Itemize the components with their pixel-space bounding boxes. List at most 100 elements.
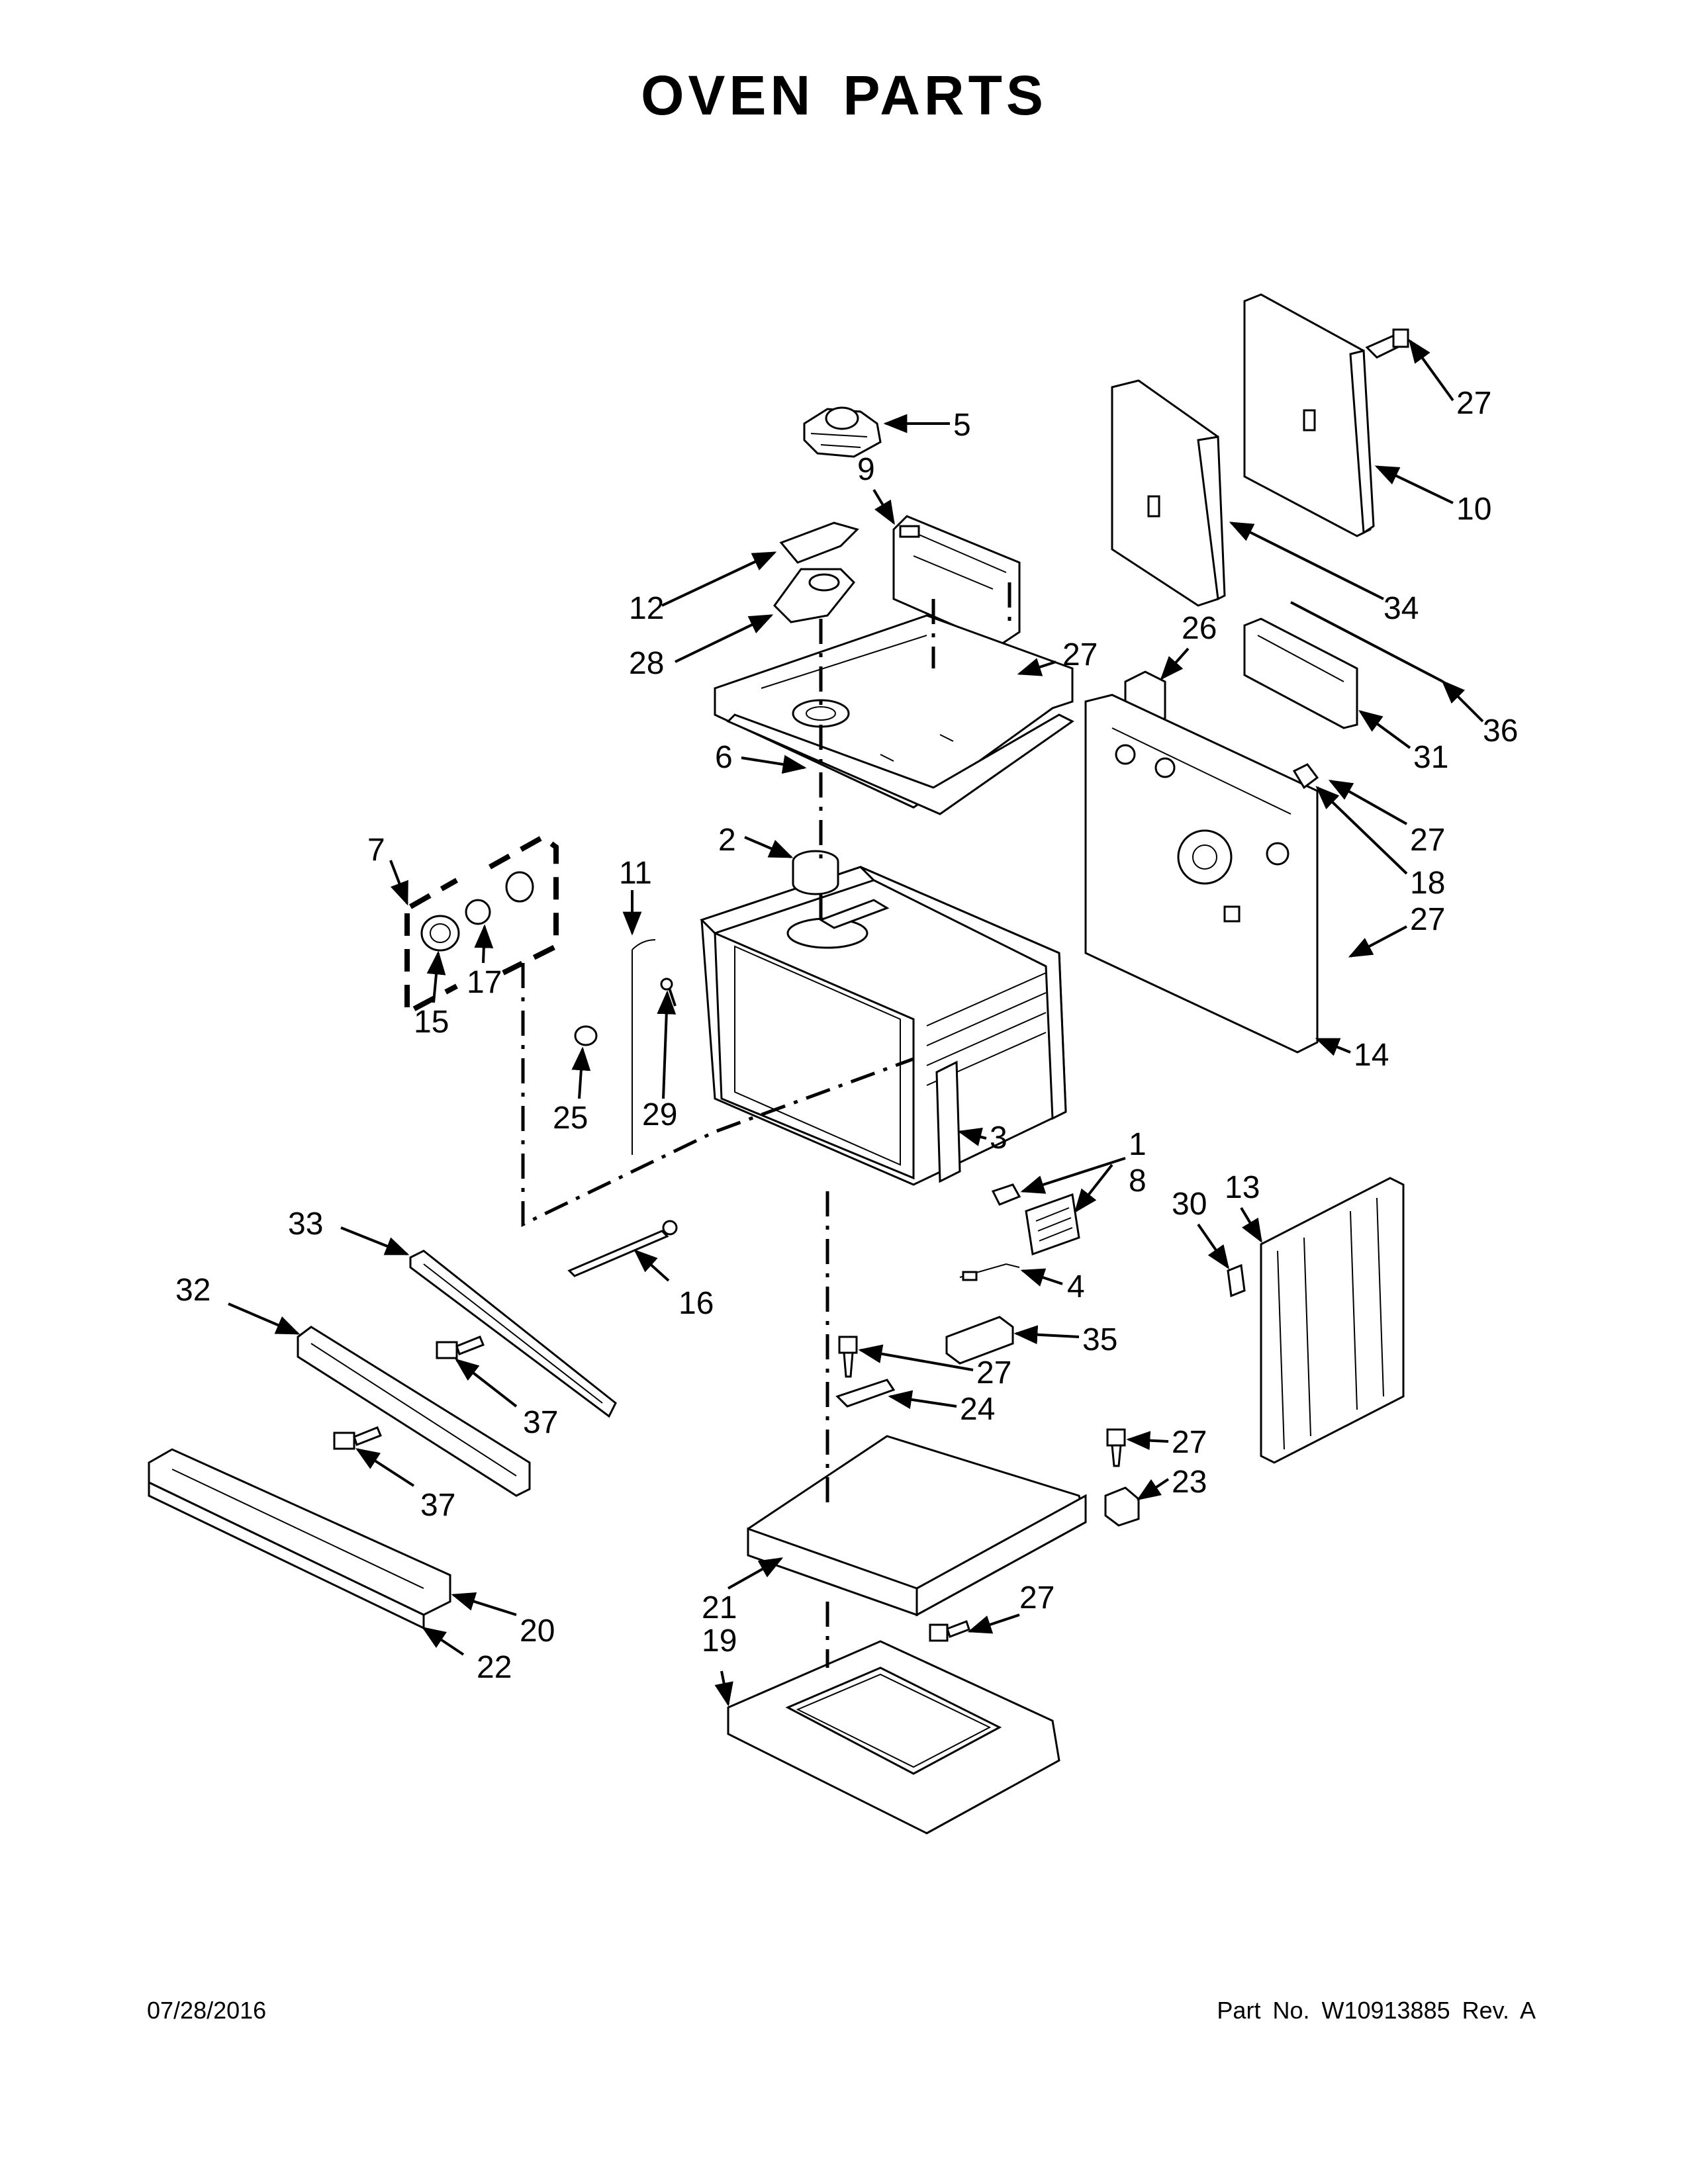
- callout-25: 25: [553, 1101, 588, 1136]
- part-8-filter: [1025, 1193, 1080, 1256]
- leader-31: [1358, 709, 1411, 749]
- callout-36: 36: [1483, 713, 1518, 749]
- callout-21: 21: [702, 1590, 737, 1625]
- leader-37b: [355, 1448, 415, 1487]
- leader-33: [340, 1226, 410, 1255]
- leader-arrows: [228, 339, 1484, 1707]
- leader-22: [422, 1627, 465, 1656]
- leader-16: [633, 1249, 670, 1282]
- part-35-bracket: [945, 1316, 1014, 1365]
- part-37-screw-b: [333, 1426, 382, 1450]
- part-21-bottom-plate: [747, 1435, 1087, 1617]
- callout-6: 6: [715, 740, 733, 775]
- callout-9: 9: [857, 452, 875, 487]
- leader-25: [571, 1046, 591, 1099]
- callout-27-f: 27: [1172, 1425, 1207, 1460]
- leader-10: [1374, 465, 1454, 504]
- callout-26: 26: [1182, 611, 1217, 646]
- callout-29: 29: [642, 1097, 677, 1132]
- part-7-knob-cap: [505, 871, 534, 903]
- part-12-duct: [779, 522, 859, 564]
- part-33-trim: [409, 1250, 617, 1418]
- leader-9: [872, 488, 895, 525]
- leader-12: [661, 551, 777, 607]
- part-20-lower-trim: [148, 1448, 451, 1616]
- callout-17: 17: [467, 965, 502, 1000]
- callout-5: 5: [953, 408, 971, 443]
- callout-19: 19: [702, 1623, 737, 1659]
- part-32-trim: [297, 1326, 531, 1497]
- part-25-plug: [574, 1025, 598, 1046]
- leader-37a: [455, 1358, 518, 1408]
- leader-20: [451, 1592, 517, 1616]
- callout-27-d: 27: [1410, 902, 1445, 937]
- leader-29: [657, 990, 677, 1099]
- callout-23: 23: [1172, 1465, 1207, 1500]
- callout-28: 28: [629, 646, 664, 681]
- leader-30: [1197, 1223, 1230, 1269]
- callout-27-a: 27: [1062, 637, 1098, 672]
- callout-8: 8: [1129, 1163, 1147, 1199]
- callout-37-a: 37: [523, 1405, 558, 1440]
- footer-date: 07/28/2016: [147, 1997, 267, 2024]
- part-11-gasket: [632, 939, 656, 1155]
- leader-6: [741, 754, 807, 774]
- leader-35: [1013, 1325, 1080, 1345]
- callout-3: 3: [990, 1120, 1008, 1156]
- alignment-lines: [521, 582, 1011, 1668]
- callout-1: 1: [1129, 1127, 1147, 1162]
- leader-27c: [1328, 780, 1407, 825]
- callout-27-e: 27: [976, 1355, 1011, 1390]
- part-23-bracket: [1104, 1486, 1140, 1527]
- part-10-panel: [1243, 293, 1375, 537]
- part-19-bottom-pan: [727, 1640, 1060, 1835]
- callout-10: 10: [1456, 492, 1491, 527]
- callout-30: 30: [1172, 1187, 1207, 1222]
- leader-27f: [1126, 1431, 1169, 1451]
- callout-31: 31: [1413, 740, 1448, 775]
- leader-23: [1137, 1478, 1170, 1500]
- callout-34: 34: [1383, 591, 1419, 626]
- part-27-screw-top-right: [1365, 328, 1409, 359]
- leader-27a: [1017, 658, 1056, 676]
- part-34-panel: [1111, 379, 1226, 607]
- part-2-fan: [792, 850, 839, 895]
- leader-19: [714, 1670, 733, 1707]
- part-6-top-plate: [714, 614, 1074, 815]
- oven-cavity: [700, 866, 1067, 1186]
- callout-15: 15: [414, 1005, 449, 1040]
- leader-15: [426, 950, 446, 1003]
- part-24-bracket: [835, 1379, 896, 1408]
- callout-20: 20: [520, 1614, 555, 1649]
- part-27-screw-mid: [838, 1336, 858, 1378]
- callout-24: 24: [960, 1392, 995, 1427]
- part-5-motor: [803, 406, 882, 458]
- callout-11: 11: [619, 856, 652, 891]
- part-4-wire-harness: [959, 1263, 1020, 1281]
- callout-27-g: 27: [1019, 1580, 1055, 1615]
- leader-24: [888, 1390, 957, 1410]
- part-27-screw-right: [1106, 1428, 1126, 1467]
- callout-27-c: 27: [1410, 823, 1445, 858]
- leader-27g: [967, 1614, 1020, 1634]
- leader-32: [228, 1302, 301, 1335]
- page-title: OVEN PARTS: [641, 64, 1047, 126]
- callout-14: 14: [1354, 1038, 1389, 1073]
- part-15-knob: [420, 915, 460, 952]
- callout-37-b: 37: [420, 1488, 455, 1523]
- leader-27e: [858, 1344, 974, 1371]
- leader-7: [389, 860, 408, 906]
- part-28-duct-plate: [773, 568, 856, 623]
- callout-4: 4: [1067, 1269, 1085, 1304]
- callout-7: 7: [367, 833, 385, 868]
- callout-12: 12: [629, 591, 664, 626]
- footer-part-number: Part No. W10913885 Rev. A: [1217, 1997, 1536, 2024]
- leader-8: [1074, 1163, 1113, 1213]
- part-31-bracket: [1243, 617, 1358, 729]
- leader-21: [727, 1557, 784, 1590]
- part-3-element-bracket: [935, 1060, 961, 1183]
- part-16-probe: [567, 1220, 678, 1277]
- part-29-screw: [660, 978, 677, 1007]
